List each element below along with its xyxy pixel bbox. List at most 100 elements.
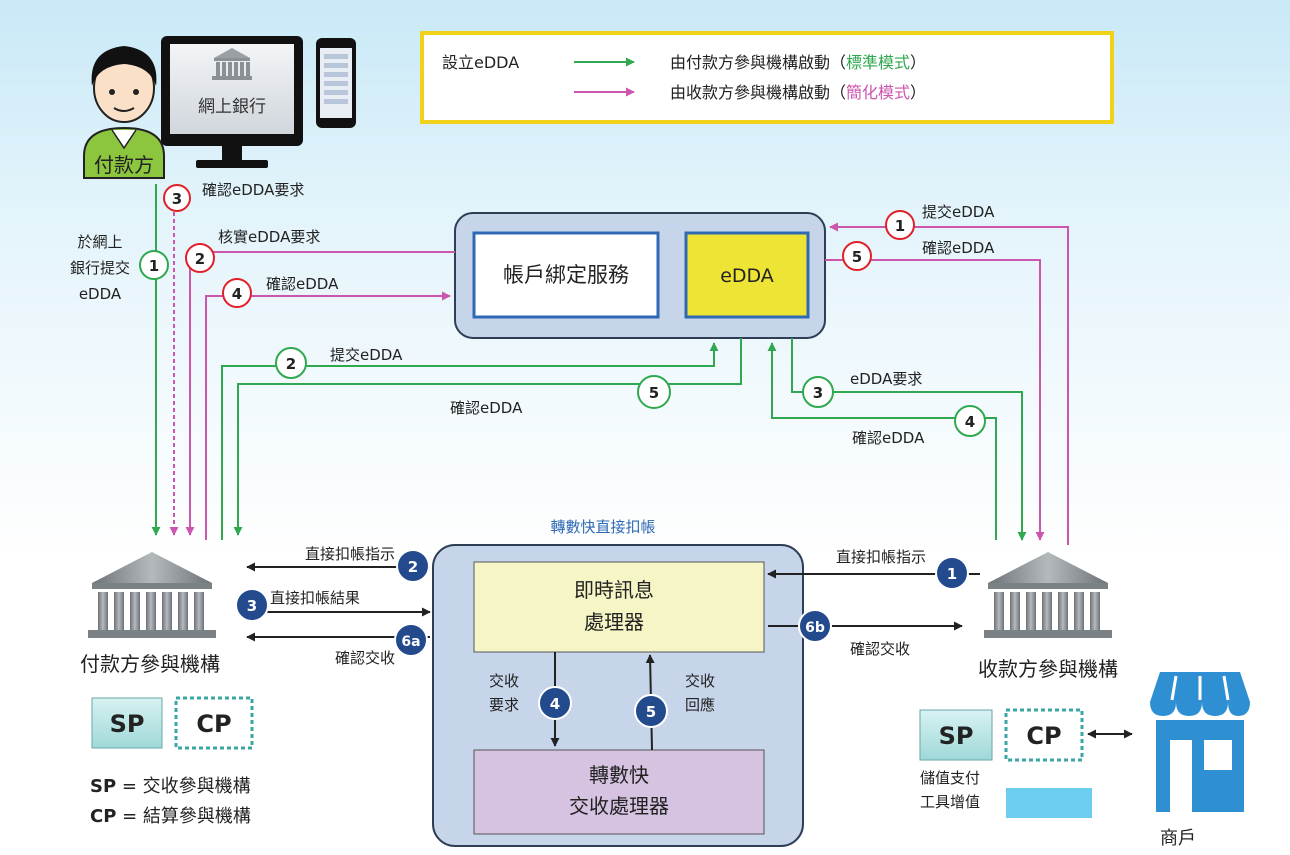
green-arrow-2	[221, 342, 719, 540]
badge-pink-1-right: 1	[885, 210, 915, 240]
legend-setup-label: 設立eDDA	[442, 53, 519, 72]
direct-debit-result: 直接扣帳結果	[270, 589, 360, 607]
stored-value-line1: 儲值支付	[920, 769, 980, 787]
step-green-edda-request: eDDA要求	[850, 370, 922, 388]
edda-box	[684, 231, 810, 319]
legend-box	[420, 31, 1114, 124]
badge-blue-3: 3	[235, 588, 269, 622]
edda-box-label: eDDA	[720, 265, 774, 287]
svg-text:1: 1	[895, 217, 905, 235]
sp-definition: SP = 交收參與機構	[90, 776, 251, 797]
step-confirm-edda-request: 確認eDDA要求	[202, 181, 304, 199]
phone-icon	[316, 38, 356, 128]
svg-text:4: 4	[550, 695, 560, 713]
svg-text:3: 3	[172, 190, 182, 208]
settlement-processor-line1: 轉數快	[589, 763, 649, 787]
legend-pink-text: 由收款方參與機構啟動（簡化模式）	[670, 83, 926, 102]
svg-text:SP: SP	[939, 722, 974, 750]
merchant-label: 商戶	[1160, 828, 1196, 849]
svg-text:5: 5	[646, 703, 656, 721]
settlement-request-line2: 要求	[489, 696, 519, 714]
binding-service-box	[472, 231, 660, 319]
stored-value-swatch	[1006, 788, 1092, 818]
svg-text:4: 4	[965, 413, 975, 431]
message-processor-line1: 即時訊息	[574, 578, 654, 602]
svg-text:2: 2	[195, 250, 205, 268]
direct-debit-instruction-payer: 直接扣帳指示	[305, 545, 395, 563]
badge-pink-5-right: 5	[842, 241, 872, 271]
svg-text:SP: SP	[110, 710, 145, 738]
svg-text:3: 3	[247, 597, 257, 615]
cp-definition: CP = 結算參與機構	[90, 806, 251, 827]
badge-green-2: 2	[275, 347, 307, 379]
svg-text:4: 4	[232, 285, 242, 303]
sp-box-right: SP	[919, 709, 993, 761]
step-pink-confirm-edda-left: 確認eDDA	[266, 275, 339, 293]
badge-pink-2: 2	[185, 243, 215, 273]
bank-icon-small	[212, 48, 252, 80]
badge-pink-3: 3	[163, 184, 191, 212]
svg-text:CP: CP	[196, 710, 231, 738]
badge-green-5: 5	[637, 375, 671, 409]
settlement-response-line2: 回應	[685, 696, 715, 714]
merchant-store-icon	[1150, 672, 1250, 812]
payer-bank-icon	[88, 552, 216, 638]
stored-value-line2: 工具增值	[920, 793, 980, 811]
badge-green-3: 3	[802, 376, 834, 408]
online-banking-label: 網上銀行	[198, 97, 266, 117]
step-green-confirm-edda-right: 確認eDDA	[852, 429, 925, 447]
settlement-processor-line2: 交收處理器	[569, 794, 669, 818]
step-green-submit-edda: 提交eDDA	[330, 346, 403, 364]
badge-blue-4: 4	[538, 686, 572, 720]
svg-text:2: 2	[286, 355, 296, 373]
green-flows	[151, 184, 1027, 541]
badge-blue-2: 2	[396, 549, 430, 583]
message-processor-line2: 處理器	[584, 610, 644, 634]
confirm-settlement-payee: 確認交收	[850, 640, 910, 658]
svg-text:5: 5	[852, 248, 862, 266]
svg-text:1: 1	[947, 565, 957, 583]
svg-text:2: 2	[408, 558, 418, 576]
step-green-confirm-edda-left: 確認eDDA	[450, 399, 523, 417]
fps-settlement-processor	[473, 749, 765, 835]
legend-green-text: 由付款方參與機構啟動（標準模式）	[670, 53, 926, 72]
cp-box-left: CP	[174, 696, 254, 750]
badge-green-1-left: 1	[139, 250, 169, 280]
svg-text:5: 5	[649, 384, 659, 402]
payer-person-icon	[83, 46, 165, 179]
svg-text:1: 1	[149, 257, 159, 275]
green-arrow-5	[233, 338, 742, 536]
binding-service-label: 帳戶綁定服務	[503, 263, 629, 287]
green-arrow-3	[791, 338, 1027, 541]
cp-box-right: CP	[1004, 708, 1084, 762]
legend: 設立eDDA 由付款方參與機構啟動（標準模式） 由收款方參與機構啟動（簡化模式）	[420, 31, 1114, 124]
svg-text:3: 3	[813, 384, 823, 402]
badge-green-4: 4	[954, 405, 986, 437]
step-submit-edda-line2: 銀行提交	[70, 259, 130, 277]
payer-bank-label: 付款方參與機構	[80, 652, 220, 676]
badge-blue-1: 1	[935, 556, 969, 590]
confirm-settlement-payer: 確認交收	[335, 649, 395, 667]
pink-arrow-5	[825, 259, 1045, 541]
svg-text:6a: 6a	[401, 634, 420, 650]
settlement-request-line1: 交收	[489, 672, 519, 690]
payee-bank-icon	[984, 552, 1112, 638]
payee-bank-label: 收款方參與機構	[978, 657, 1118, 681]
pink-flows	[169, 205, 1069, 545]
sp-box-left: SP	[91, 697, 163, 749]
svg-text:6b: 6b	[805, 620, 825, 636]
badge-blue-6b: 6b	[798, 609, 832, 643]
settlement-response-line1: 交收	[685, 672, 715, 690]
badge-blue-5: 5	[634, 694, 668, 728]
payer-label: 付款方	[94, 153, 154, 177]
instant-message-processor	[473, 561, 765, 653]
step-verify-edda-request: 核實eDDA要求	[218, 228, 320, 246]
svg-text:CP: CP	[1026, 722, 1061, 750]
badge-blue-6a: 6a	[394, 623, 428, 657]
step-pink-submit-edda-right: 提交eDDA	[922, 203, 995, 221]
computer-icon	[161, 36, 303, 168]
account-binding-service: 帳戶綁定服務 eDDA	[454, 212, 826, 339]
direct-debit-instruction-payee: 直接扣帳指示	[836, 548, 926, 566]
